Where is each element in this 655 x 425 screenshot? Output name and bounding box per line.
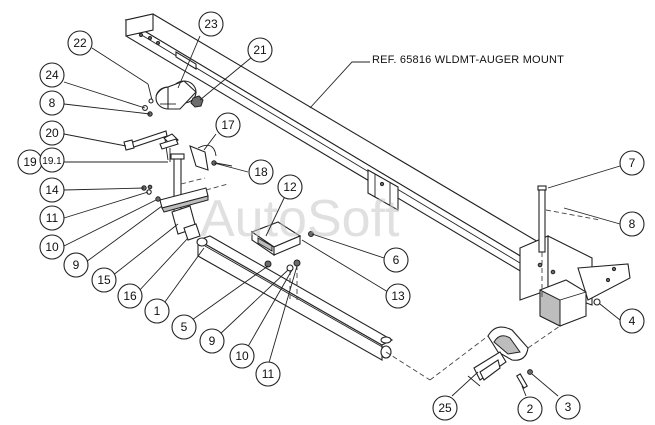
leader-lines xyxy=(63,35,621,397)
auger-hub-part-25 xyxy=(467,326,533,389)
callout-1[interactable]: 1 xyxy=(144,298,170,324)
callout-label: 15 xyxy=(97,273,111,287)
callout-label: 14 xyxy=(45,183,59,197)
lower-fasteners xyxy=(264,231,314,300)
callout-label: 9 xyxy=(73,258,80,272)
callout-23[interactable]: 23 xyxy=(198,11,224,37)
callout-17[interactable]: 17 xyxy=(215,112,241,138)
bolt-part-20 xyxy=(123,130,168,151)
callout-label: 2 xyxy=(527,402,534,416)
callout-24[interactable]: 24 xyxy=(39,62,65,88)
callout-label: 6 xyxy=(393,253,400,267)
callout-label: 20 xyxy=(45,126,59,140)
callout-6[interactable]: 6 xyxy=(383,247,409,273)
callout-20[interactable]: 20 xyxy=(39,120,65,146)
callout-18[interactable]: 18 xyxy=(248,159,274,185)
callout-25[interactable]: 25 xyxy=(432,395,458,421)
left-upright-assembly xyxy=(141,133,209,241)
callout-10-lower[interactable]: 10 xyxy=(229,343,255,369)
phantom-lines xyxy=(205,183,601,381)
callout-label: 5 xyxy=(181,320,188,334)
callout-10-upper[interactable]: 10 xyxy=(39,234,65,260)
callout-label: 19 xyxy=(23,155,37,169)
callout-13[interactable]: 13 xyxy=(385,283,411,309)
callout-label: 8 xyxy=(49,96,56,110)
callout-label: 12 xyxy=(283,180,297,194)
callout-4[interactable]: 4 xyxy=(619,308,645,334)
callout-label: 11 xyxy=(262,367,275,381)
callout-9-upper[interactable]: 9 xyxy=(63,252,89,278)
pin-clip-part-17 xyxy=(189,144,217,171)
callout-label: 18 xyxy=(254,165,268,179)
callout-9-lower[interactable]: 9 xyxy=(199,328,225,354)
callout-label: 17 xyxy=(221,118,235,132)
cross-bar-part-1 xyxy=(196,235,394,361)
callout-label: 7 xyxy=(629,156,636,170)
callout-label: 23 xyxy=(204,17,218,31)
callout-8-lower[interactable]: 8 xyxy=(619,211,645,237)
callout-label: 8 xyxy=(629,217,636,231)
callout-14[interactable]: 14 xyxy=(39,177,65,203)
t-handle xyxy=(159,138,179,162)
callout-22[interactable]: 22 xyxy=(67,30,93,56)
callout-label: 25 xyxy=(438,401,452,415)
callout-8-upper[interactable]: 8 xyxy=(39,90,65,116)
clamp-part-23 xyxy=(142,80,204,117)
callout-16[interactable]: 16 xyxy=(117,283,143,309)
callout-15[interactable]: 15 xyxy=(91,267,117,293)
callout-11-upper[interactable]: 11 xyxy=(39,205,65,231)
right-mount-plate xyxy=(519,235,631,327)
callout-19[interactable]: 19 xyxy=(17,149,43,175)
callout-label: 10 xyxy=(45,240,59,254)
callout-label: 19.1 xyxy=(42,156,62,167)
callout-11-lower[interactable]: 11 xyxy=(255,361,281,387)
callout-label: 1 xyxy=(154,304,161,318)
callout-12[interactable]: 12 xyxy=(277,174,303,200)
callout-label: 11 xyxy=(46,211,59,225)
callout-3[interactable]: 3 xyxy=(555,394,581,420)
callout-label: 3 xyxy=(565,400,572,414)
callout-label: 9 xyxy=(209,334,216,348)
callout-label: 22 xyxy=(73,36,87,50)
callout-label: 16 xyxy=(123,289,137,303)
callout-label: 13 xyxy=(391,289,405,303)
callout-19-1[interactable]: 19.1 xyxy=(39,147,65,173)
watermark: AutoSoft xyxy=(200,190,400,248)
callout-label: 4 xyxy=(629,314,636,328)
callout-21[interactable]: 21 xyxy=(247,37,273,63)
saddle-bracket-part-12 xyxy=(250,221,302,257)
callout-2[interactable]: 2 xyxy=(517,396,543,422)
callout-7[interactable]: 7 xyxy=(619,150,645,176)
callout-label: 24 xyxy=(45,68,59,82)
reference-label: REF. 65816 WLDMT-AUGER MOUNT xyxy=(372,54,564,66)
pin-part-7 xyxy=(537,185,547,300)
reference-callout: REF. 65816 WLDMT-AUGER MOUNT xyxy=(309,54,564,109)
callout-5[interactable]: 5 xyxy=(171,314,197,340)
callout-label: 21 xyxy=(253,43,267,57)
callout-label: 10 xyxy=(235,349,249,363)
